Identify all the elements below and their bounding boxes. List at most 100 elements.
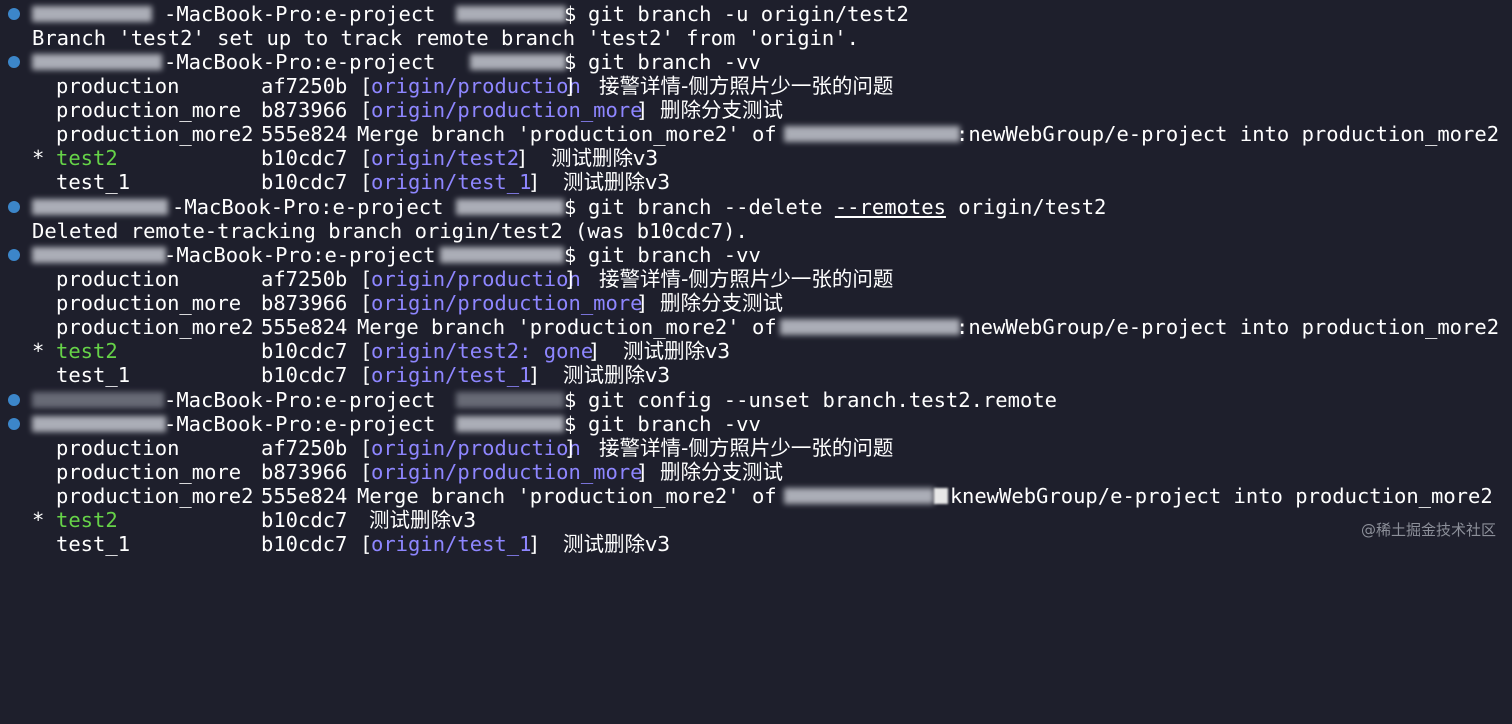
branch-name: production_more2 <box>56 484 254 508</box>
branch-name: production_more <box>56 98 242 122</box>
prompt-status-dot-icon <box>8 201 20 213</box>
commit-hash: b10cdc7 <box>261 532 348 556</box>
prompt-host: -MacBook-Pro:e-project <box>172 195 444 219</box>
commit-message: 测试删除v3 <box>563 170 671 194</box>
command-text: git branch -vv <box>588 412 761 436</box>
prompt-suffix: $ <box>564 388 577 412</box>
upstream-remote: origin/test_1 <box>371 363 532 387</box>
prompt-host: -MacBook-Pro:e-project <box>164 388 436 412</box>
redacted-host <box>784 488 934 504</box>
commit-message: 删除分支测试 <box>660 98 783 122</box>
upstream-remote: origin/production_more <box>371 98 643 122</box>
branch-row: production af7250b [ origin/production ]… <box>0 436 1512 460</box>
branch-row: production af7250b [ origin/production ]… <box>0 74 1512 98</box>
prompt-status-dot-icon <box>8 418 20 430</box>
commit-message: Merge branch 'production_more2' of <box>357 315 777 339</box>
underlined-flag: --remotes <box>834 195 946 219</box>
bracket-open: [ <box>360 74 373 98</box>
prompt-suffix: $ <box>564 412 577 436</box>
prompt-line: -MacBook-Pro:e-project $ git branch -vv <box>0 412 1512 436</box>
branch-name: test2 <box>56 339 118 363</box>
current-branch-marker: * <box>32 146 45 170</box>
branch-name: production <box>56 74 180 98</box>
branch-name: test2 <box>56 146 118 170</box>
redacted-username <box>32 54 162 70</box>
branch-row: production_more b873966 [ origin/product… <box>0 98 1512 122</box>
commit-hash: af7250b <box>261 436 348 460</box>
command-text: git branch --delete --remotes origin/tes… <box>588 195 1107 219</box>
commit-hash: b873966 <box>261 460 348 484</box>
commit-hash: 555e824 <box>261 484 348 508</box>
bracket-open: [ <box>360 532 373 556</box>
prompt-status-dot-icon <box>8 56 20 68</box>
redacted-host-block <box>934 488 948 504</box>
prompt-host: -MacBook-Pro:e-project <box>164 243 436 267</box>
upstream-remote: origin/production <box>371 74 581 98</box>
commit-hash: 555e824 <box>261 122 348 146</box>
bracket-close: ] <box>564 267 577 291</box>
prompt-host: -MacBook-Pro:e-project <box>164 50 436 74</box>
command-text: git config --unset branch.test2.remote <box>588 388 1057 412</box>
redacted-host <box>784 126 960 142</box>
prompt-host: -MacBook-Pro:e-project <box>164 412 436 436</box>
branch-name: test_1 <box>56 170 131 194</box>
branch-name: test2 <box>56 508 118 532</box>
prompt-line: -MacBook-Pro:e-project $ git branch --de… <box>0 195 1512 219</box>
output-text: Deleted remote-tracking branch origin/te… <box>32 219 748 243</box>
output-line: Deleted remote-tracking branch origin/te… <box>0 219 748 243</box>
redacted-branch <box>456 199 564 215</box>
branch-row: production_more2 555e824 Merge branch 'p… <box>0 484 1512 508</box>
bracket-open: [ <box>360 436 373 460</box>
prompt-suffix: $ <box>564 243 577 267</box>
branch-name: production <box>56 267 180 291</box>
prompt-status-dot-icon <box>8 249 20 261</box>
redacted-username <box>32 392 164 408</box>
commit-message: 接警详情-侧方照片少一张的问题 <box>599 267 894 291</box>
commit-message-k: k <box>950 484 963 508</box>
bracket-open: [ <box>360 146 373 170</box>
upstream-remote: origin/test_1 <box>371 170 532 194</box>
branch-row: test_1 b10cdc7 [ origin/test_1 ] 测试删除v3 <box>0 170 1512 194</box>
bracket-close: ] <box>528 532 541 556</box>
bracket-open: [ <box>360 460 373 484</box>
commit-message-tail: :newWebGroup/e-project into production_m… <box>956 315 1500 339</box>
branch-name: test_1 <box>56 532 131 556</box>
commit-hash: b873966 <box>261 291 348 315</box>
branch-row: production_more2 555e824 Merge branch 'p… <box>0 315 1512 339</box>
upstream-remote: origin/test2: gone <box>371 339 594 363</box>
current-branch-marker: * <box>32 508 45 532</box>
command-text: git branch -vv <box>588 50 761 74</box>
output-line: Branch 'test2' set up to track remote br… <box>0 26 859 50</box>
upstream-remote: origin/test_1 <box>371 532 532 556</box>
redacted-username <box>32 6 152 22</box>
upstream-remote: origin/test2 <box>371 146 520 170</box>
upstream-remote: origin/production <box>371 267 581 291</box>
redacted-branch <box>456 6 566 22</box>
bracket-close: ] <box>516 146 529 170</box>
command-text: git branch -u origin/test2 <box>588 2 909 26</box>
bracket-close: ] <box>636 291 649 315</box>
branch-row: production_more b873966 [ origin/product… <box>0 291 1512 315</box>
prompt-line: -MacBook-Pro:e-project $ git config --un… <box>0 388 1512 412</box>
commit-message: 测试删除v3 <box>623 339 731 363</box>
commit-hash: af7250b <box>261 74 348 98</box>
commit-hash: b873966 <box>261 98 348 122</box>
commit-hash: b10cdc7 <box>261 363 348 387</box>
commit-hash: b10cdc7 <box>261 146 348 170</box>
bracket-close: ] <box>528 170 541 194</box>
bracket-close: ] <box>636 98 649 122</box>
bracket-open: [ <box>360 363 373 387</box>
branch-name: production_more <box>56 291 242 315</box>
branch-row: production_more b873966 [ origin/product… <box>0 460 1512 484</box>
upstream-remote: origin/production_more <box>371 460 643 484</box>
commit-message: 接警详情-侧方照片少一张的问题 <box>599 74 894 98</box>
terminal-window[interactable]: -MacBook-Pro:e-project $ git branch -u o… <box>0 0 1512 558</box>
commit-hash: 555e824 <box>261 315 348 339</box>
prompt-suffix: $ <box>564 50 577 74</box>
branch-row-current: * test2 b10cdc7 [ origin/test2 ] 测试删除v3 <box>0 146 1512 170</box>
redacted-branch <box>440 247 564 263</box>
commit-hash: b10cdc7 <box>261 508 348 532</box>
commit-message: Merge branch 'production_more2' of <box>357 122 777 146</box>
watermark: @稀土掘金技术社区 <box>1360 521 1496 539</box>
redacted-username <box>32 416 166 432</box>
